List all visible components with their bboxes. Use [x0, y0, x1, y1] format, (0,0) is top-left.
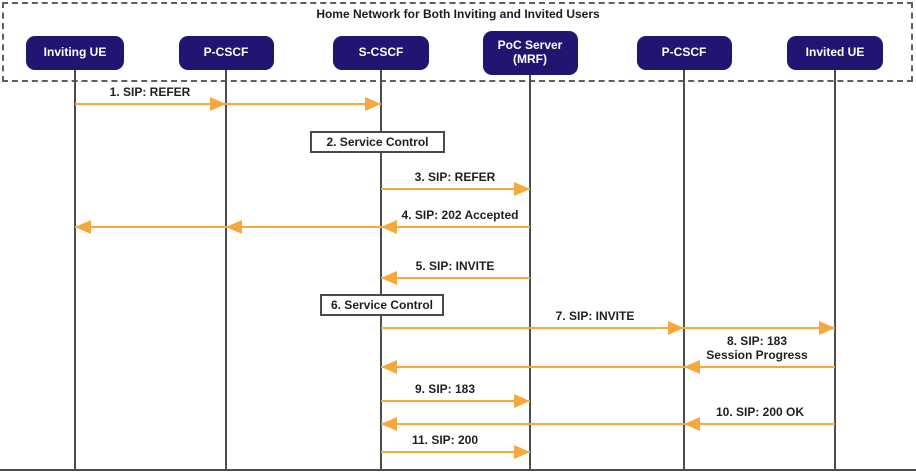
message-label: 11. SIP: 200 [411, 433, 479, 447]
diagram-baseline [0, 469, 916, 471]
entity-box-p-cscf-1: P-CSCF [178, 36, 274, 70]
message-arrow-10 [381, 423, 835, 425]
arrowhead [668, 321, 684, 335]
entity-label: S-CSCF [358, 45, 404, 60]
entity-box-invited-ue: Invited UE [787, 36, 883, 70]
arrowhead [381, 360, 397, 374]
message-arrow-3 [381, 188, 530, 190]
arrowhead [210, 97, 226, 111]
message-label: 5. SIP: INVITE [415, 259, 495, 273]
message-arrow-5 [381, 277, 530, 279]
entity-box-p-cscf-2: P-CSCF [636, 36, 732, 70]
arrowhead [381, 417, 397, 431]
arrowhead [514, 394, 530, 408]
message-label: 3. SIP: REFER [414, 170, 496, 184]
message-arrow-7 [381, 327, 835, 329]
arrowhead [514, 182, 530, 196]
frame-title: Home Network for Both Inviting and Invit… [316, 7, 600, 21]
arrowhead [75, 220, 91, 234]
message-arrow-8 [381, 366, 835, 368]
arrowhead [365, 97, 381, 111]
entity-box-s-cscf: S-CSCF [333, 36, 429, 70]
message-label: 10. SIP: 200 OK [715, 405, 805, 419]
lifeline-invited-ue [834, 68, 836, 469]
lifeline-s-cscf [380, 68, 382, 469]
arrowhead [514, 445, 530, 459]
entity-label: PoC Server [497, 38, 563, 53]
message-arrow-9 [381, 400, 530, 402]
entity-label: P-CSCF [661, 45, 707, 60]
arrowhead [381, 271, 397, 285]
home-network-frame [2, 2, 913, 82]
arrowhead [381, 220, 397, 234]
arrowhead [226, 220, 242, 234]
lifeline-p-cscf-2 [683, 68, 685, 469]
arrowhead [684, 417, 700, 431]
entity-box-inviting-ue: Inviting UE [26, 36, 124, 70]
entity-label: Invited UE [805, 45, 865, 60]
service-control-box: 6. Service Control [320, 294, 444, 316]
entity-box-poc-server: PoC Server(MRF) [482, 31, 578, 75]
message-arrow-1 [75, 103, 381, 105]
entity-label: (MRF) [513, 52, 547, 66]
lifeline-p-cscf-1 [225, 68, 227, 469]
entity-label: P-CSCF [203, 45, 249, 60]
arrowhead [684, 360, 700, 374]
message-label: 1. SIP: REFER [109, 85, 191, 99]
lifeline-inviting-ue [74, 68, 76, 469]
service-control-box: 2. Service Control [310, 131, 445, 153]
message-label: 4. SIP: 202 Accepted [401, 208, 519, 222]
message-label: 9. SIP: 183 [414, 382, 476, 396]
message-label: 7. SIP: INVITE [555, 309, 635, 323]
entity-label: Inviting UE [43, 45, 107, 60]
lifeline-poc-server [529, 73, 531, 469]
message-arrow-4 [75, 226, 530, 228]
message-arrow-11 [381, 451, 530, 453]
arrowhead [819, 321, 835, 335]
